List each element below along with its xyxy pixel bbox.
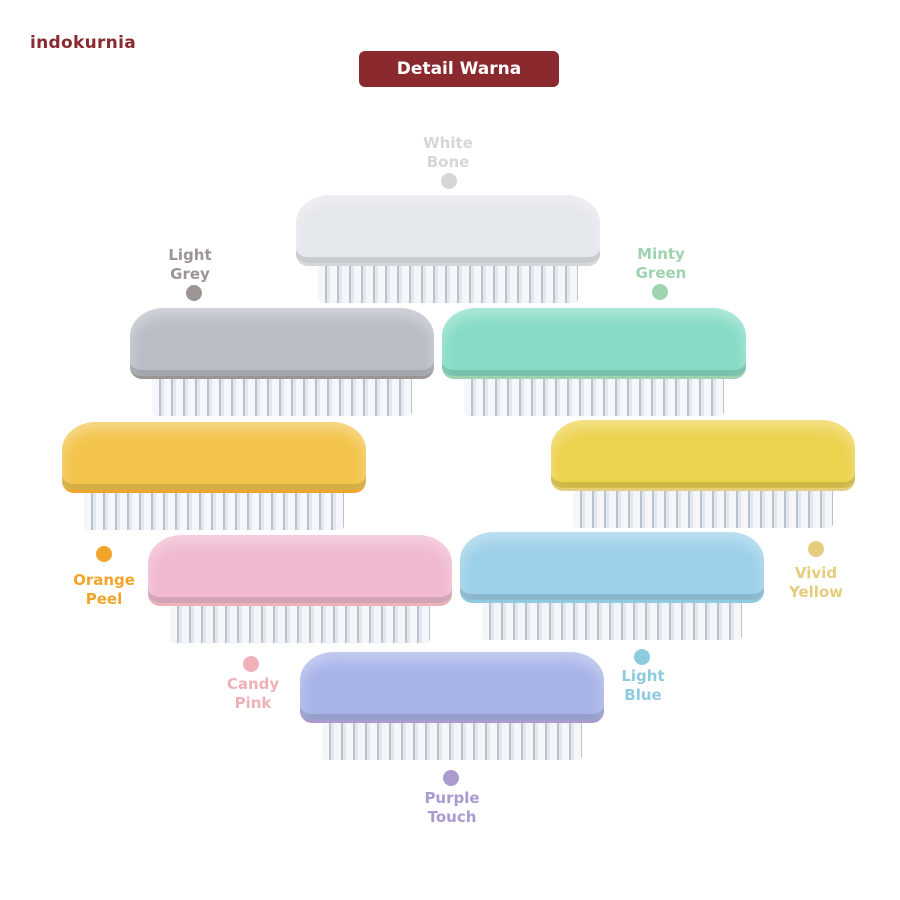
color-label-line1: White xyxy=(423,134,473,152)
brush-handle xyxy=(442,308,746,379)
color-label-line1: Vivid xyxy=(794,564,838,582)
color-dot xyxy=(96,546,112,562)
color-label-line2: Pink xyxy=(234,694,272,712)
color-label-line2: Peel xyxy=(85,590,123,608)
color-label-line2: Blue xyxy=(624,686,662,704)
brand-logo: indokurnia xyxy=(30,33,136,53)
brush-handle xyxy=(62,422,366,493)
brush-handle xyxy=(300,652,604,723)
color-label-line1: Light xyxy=(168,246,212,264)
brush-handle xyxy=(460,532,764,603)
color-label-line2: Green xyxy=(635,264,687,282)
color-dot xyxy=(634,649,650,665)
brush-handle xyxy=(551,420,855,491)
brush-handle xyxy=(130,308,434,379)
color-label-line1: Purple xyxy=(424,789,480,807)
brush-1 xyxy=(130,308,434,420)
brush-4 xyxy=(551,420,855,532)
color-dot xyxy=(441,173,457,189)
color-label-line2: Yellow xyxy=(788,583,844,601)
color-label-line2: Grey xyxy=(170,265,210,283)
brush-handle xyxy=(296,195,600,266)
color-label-line1: Candy xyxy=(226,675,280,693)
color-dot xyxy=(243,656,259,672)
page-title: Detail Warna xyxy=(359,51,559,87)
brush-2 xyxy=(442,308,746,420)
color-label-line2: Touch xyxy=(427,808,477,826)
brush-3 xyxy=(62,422,366,534)
color-dot xyxy=(443,770,459,786)
brush-handle xyxy=(148,535,452,606)
color-dot xyxy=(808,541,824,557)
color-dot xyxy=(652,284,668,300)
color-label-line1: Minty xyxy=(637,245,685,263)
brush-7 xyxy=(300,652,604,764)
brush-5 xyxy=(148,535,452,647)
brush-6 xyxy=(460,532,764,644)
color-label-line1: Light xyxy=(621,667,665,685)
brush-0 xyxy=(296,195,600,307)
color-label-line1: Orange xyxy=(73,571,135,589)
color-label-line2: Bone xyxy=(426,153,470,171)
color-dot xyxy=(186,285,202,301)
